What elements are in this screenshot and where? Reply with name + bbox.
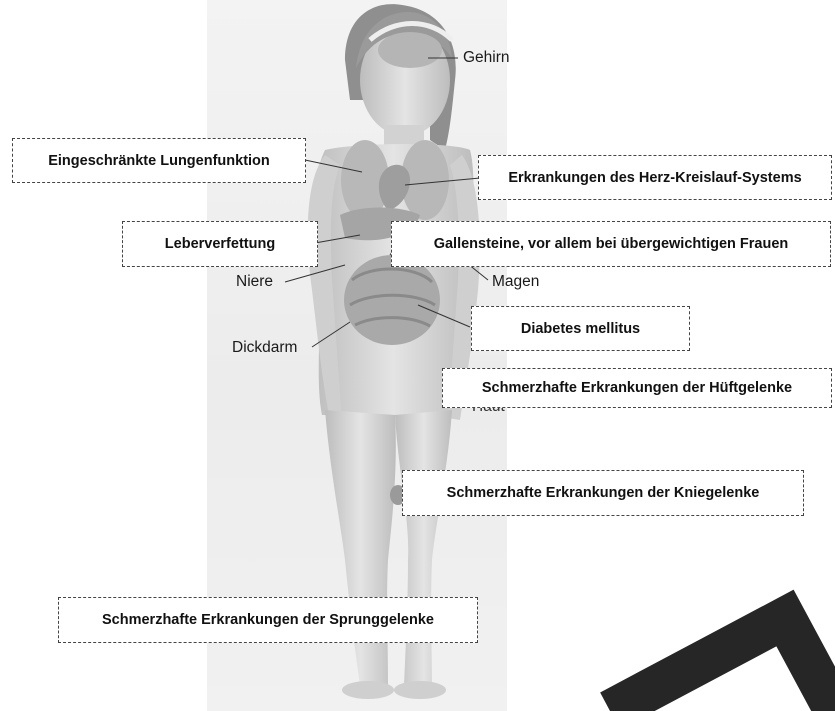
right-foot [394, 681, 446, 699]
brain [378, 32, 442, 68]
right-leg [395, 410, 452, 685]
left-leg [325, 410, 396, 685]
box-diabetes: Diabetes mellitus [471, 306, 690, 351]
label-haut-partial: Haut [472, 407, 522, 416]
watermark [610, 618, 835, 711]
label-niere: Niere [236, 273, 273, 291]
label-magen: Magen [492, 273, 539, 291]
box-hueftgelenke: Schmerzhafte Erkrankungen der Hüftgelenk… [442, 368, 832, 408]
left-foot [342, 681, 394, 699]
box-gallensteine: Gallensteine, vor allem bei übergewichti… [391, 221, 831, 267]
box-herz-kreislauf: Erkrankungen des Herz-Kreislauf-Systems [478, 155, 832, 200]
box-lungenfunktion: Eingeschränkte Lungenfunktion [12, 138, 306, 183]
label-gehirn: Gehirn [463, 49, 510, 67]
label-dickdarm: Dickdarm [232, 339, 297, 357]
box-sprunggelenke: Schmerzhafte Erkrankungen der Sprunggele… [58, 597, 478, 643]
box-leberverfettung: Leberverfettung [122, 221, 318, 267]
box-kniegelenke: Schmerzhafte Erkrankungen der Kniegelenk… [402, 470, 804, 516]
